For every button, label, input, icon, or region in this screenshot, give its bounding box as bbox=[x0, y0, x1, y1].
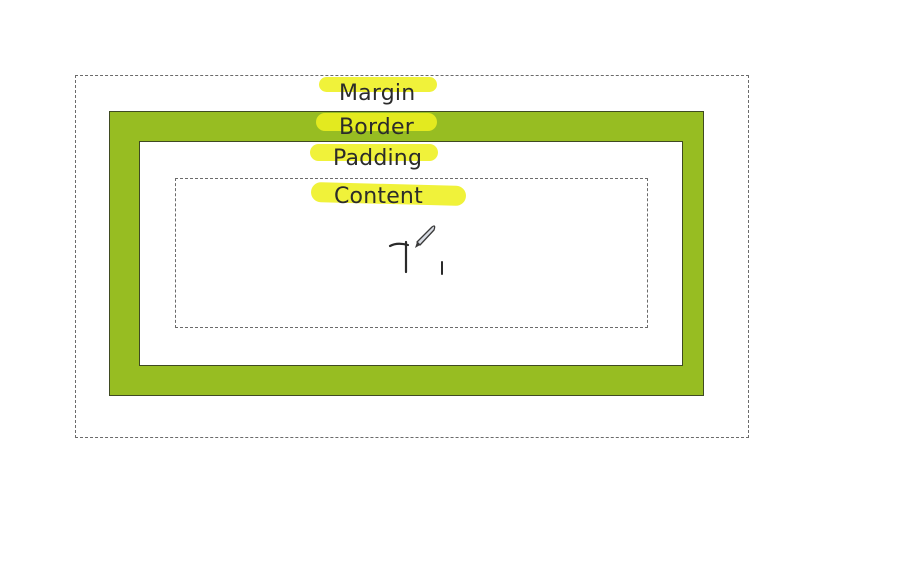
margin-box bbox=[75, 75, 749, 438]
margin-highlight bbox=[319, 77, 437, 92]
content-box bbox=[175, 178, 648, 328]
padding-label: Padding bbox=[333, 146, 423, 171]
border-label: Border bbox=[339, 115, 414, 140]
margin-label: Margin bbox=[339, 81, 416, 106]
pen-icon bbox=[415, 225, 436, 248]
text-cursor-icon bbox=[388, 240, 443, 275]
border-highlight bbox=[316, 113, 437, 131]
annotation-cursor-group bbox=[388, 225, 443, 275]
padding-highlight bbox=[310, 144, 438, 161]
content-label: Content bbox=[334, 184, 423, 209]
